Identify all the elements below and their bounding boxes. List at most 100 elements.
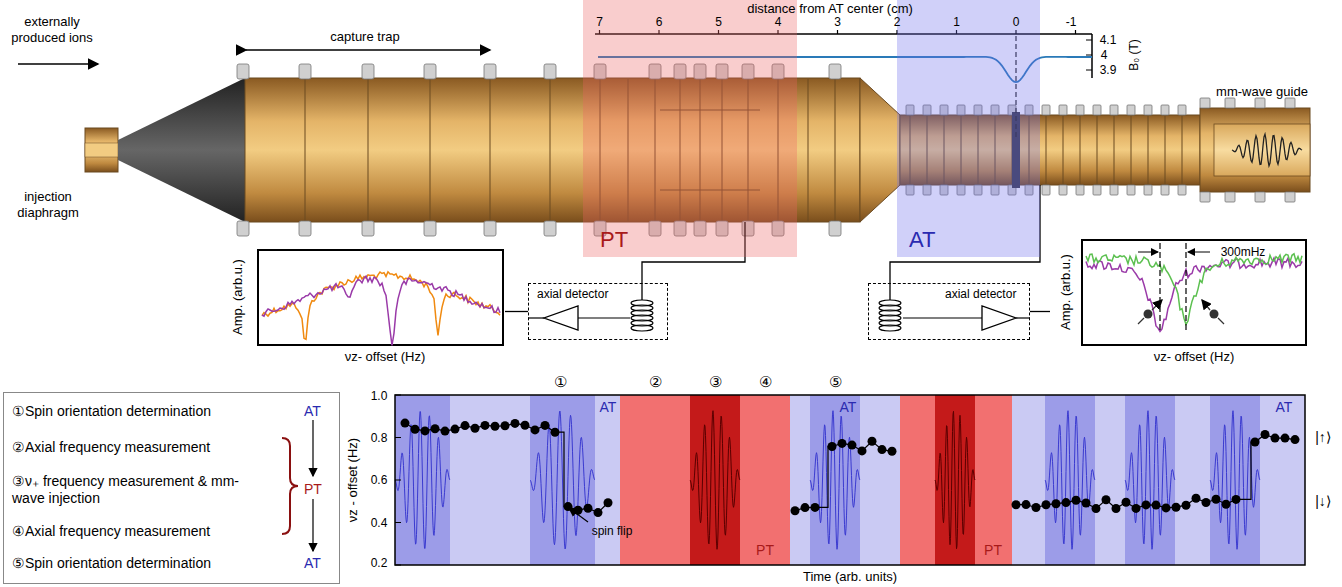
illustration-part [829,64,841,79]
illustration-part [900,395,935,565]
illustration-part [1086,40,1092,41]
illustration-part [1080,116,1081,184]
illustration-part [810,395,860,565]
node-text: axial detector [537,287,608,301]
illustration-part [362,221,374,236]
illustration-part [1082,240,1306,345]
illustration-part [368,79,369,221]
illustration-part [362,64,374,79]
illustration-part [1200,192,1210,202]
illustration-part [299,64,311,79]
illustration-part [430,79,431,221]
plot-label: |↑⟩ [1315,429,1331,446]
illustration-part [1178,185,1186,195]
illustration-part [395,565,401,566]
illustration-part [1255,98,1265,108]
plot-label: B₀ (T) [1127,39,1141,71]
plot-label: 4 [1101,48,1108,62]
spectrum-inset: Amp. (arb.u.)νz- offset (Hz) [1050,238,1312,368]
node-text: AT [304,403,321,420]
illustration-part [620,395,690,565]
illustration-part [935,395,975,565]
illustration-part [395,395,401,565]
illustration-part [1138,252,1158,253]
plot-label: 0.8 [371,430,388,444]
plot-label: 0.6 [371,473,388,487]
illustration-part [395,395,401,396]
illustration-part [1161,105,1169,115]
plot-label: 5 [715,15,722,29]
illustration-part [405,423,555,432]
illustration-part [1200,98,1210,108]
illustration-part [1210,310,1219,319]
illustration-part [1144,310,1153,319]
illustration-part [1045,411,1095,550]
illustration-part [530,395,595,565]
illustration-part [282,438,298,534]
illustration-part [1125,395,1175,565]
illustration-part [1232,134,1302,166]
illustration-part [490,79,491,221]
illustration-part [395,437,401,438]
illustration-part [1093,185,1101,195]
illustration-part [1016,498,1236,508]
plot-label: 4 [775,15,782,29]
illustration-part [258,250,503,345]
plot-label: 300mHz [1221,245,1266,259]
illustration-part [1285,192,1295,202]
node-text: PT [304,481,322,498]
illustration-part [555,432,608,512]
illustration-part [1076,105,1084,115]
plot-label: Time (arb. units) [803,569,897,585]
plot-label: externally produced ions [5,14,100,45]
illustration-part [1110,185,1118,195]
illustration-part [1046,116,1047,184]
band-region: PT [583,0,797,257]
node-text: ②Axial frequency measurement [12,439,210,456]
illustration-part [1144,105,1152,115]
node-text: AT [909,227,935,253]
connector [1030,311,1050,312]
plot-label: 1 [953,15,960,29]
node-text: AT [304,555,321,572]
illustration-part [312,420,313,476]
illustration-part [528,317,544,318]
plot-label: AT [600,399,617,416]
illustration-part [837,30,838,34]
illustration-part [544,306,578,330]
illustration-part [1165,116,1166,184]
illustration-part [1012,395,1045,565]
illustration-part [1075,30,1076,34]
illustration-part [237,64,249,79]
illustration-part [595,395,620,565]
illustration-part [808,79,809,221]
plot-label: |↓⟩ [1315,493,1331,510]
plot-label: injection diaphragm [6,189,91,220]
illustration-part [790,395,810,565]
illustration-part [1260,395,1305,565]
illustration-part [312,499,313,551]
illustration-part [1214,124,1310,176]
illustration-part [631,325,653,331]
illustration-part [395,480,401,481]
illustration-part [740,395,790,565]
plot-label: νz - offset (Hz) [345,438,361,522]
illustration-part [1236,435,1295,500]
plot-label: ④ [759,373,772,391]
illustration-part [118,78,245,222]
illustration-part [1114,116,1115,184]
illustration-part [1091,34,1093,78]
illustration-part [544,221,556,236]
illustration-part [18,63,98,65]
illustration-part [484,221,496,236]
illustration-part [450,395,530,565]
illustration-part [860,395,900,565]
illustration-part [1045,395,1095,565]
illustration-part [544,64,556,79]
illustration-part [1127,105,1135,115]
illustration-part [424,64,436,79]
illustration-part [795,507,815,510]
plot-label: 7 [596,15,603,29]
plot-label: distance from AT center (cm) [747,1,913,17]
plot-label: 3 [834,15,841,29]
